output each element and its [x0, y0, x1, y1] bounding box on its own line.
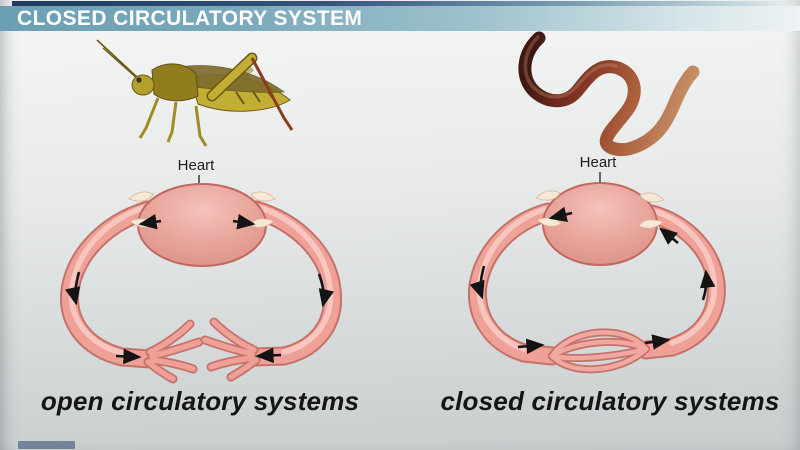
grasshopper-hind-femur: [208, 54, 256, 100]
grasshopper-head: [131, 74, 155, 96]
caption-open-circulatory: open circulatory systems: [40, 386, 360, 416]
title-bar: CLOSED CIRCULATORY SYSTEM: [0, 6, 800, 31]
earthworm-illustration: [518, 31, 700, 156]
heart-label-closed: Heart: [580, 154, 618, 171]
earthworm-body: [518, 31, 700, 156]
closed-flow-arrows: [469, 206, 716, 355]
page-title: CLOSED CIRCULATORY SYSTEM: [17, 7, 363, 30]
grasshopper-illustration: [96, 39, 294, 147]
heart-label-open: Heart: [178, 157, 216, 174]
grasshopper-hind-tibia: [250, 57, 294, 131]
grasshopper-eye: [136, 77, 142, 83]
grasshopper-leg: [166, 101, 178, 143]
grasshopper-leg: [138, 97, 160, 139]
grasshopper-antenna: [102, 47, 141, 82]
open-circulatory-diagram: Heart: [60, 39, 343, 384]
grasshopper-thorax: [151, 63, 199, 102]
open-branched-ends: [143, 317, 261, 384]
open-flow-arrows: [65, 213, 334, 365]
closed-vessels: [467, 202, 726, 366]
top-navy-strip: [12, 1, 800, 6]
grasshopper-leg: [194, 105, 208, 147]
grasshopper-antenna: [96, 39, 139, 79]
bottom-left-accent-bar: [18, 441, 75, 449]
caption-closed-circulatory: closed circulatory systems: [440, 386, 780, 416]
capillary-network: [548, 328, 650, 374]
closed-circulatory-diagram: Heart: [467, 31, 726, 374]
heart-open: [137, 183, 267, 267]
